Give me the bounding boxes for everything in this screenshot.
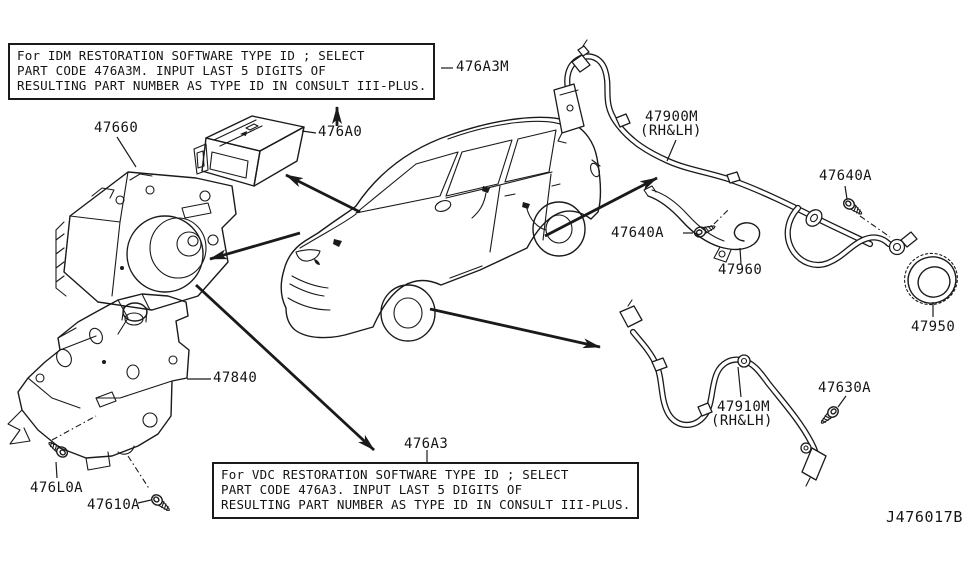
rear-bracket-drawing [643,185,761,263]
abs-actuator-drawing [55,171,237,326]
part-label-47640A-mid: 47640A [611,225,664,241]
pointer-arrows [195,106,658,452]
part-label-47900M: 47900M [645,109,698,125]
control-module-drawing [193,115,305,187]
rear-sensor-bolt-icon [840,196,866,219]
leader-lines [55,67,934,504]
bracket-bolt-a-icon [45,438,71,460]
front-sensor-drawing [619,299,827,487]
part-label-47950: 47950 [911,319,956,335]
idm-note-line1: For IDM RESTORATION SOFTWARE TYPE ID ; S… [17,48,365,63]
vehicle-outline-drawing [280,116,602,342]
part-label-47660: 47660 [94,120,139,136]
part-label-476A3: 476A3 [404,436,449,452]
sensor-rotor-drawing [904,252,958,306]
rear-sensor-harness-drawing [553,39,918,269]
part-label-47960: 47960 [718,262,763,278]
drawing-number: J476017B [886,508,964,526]
bracket-bolt-b-icon [148,492,174,515]
part-label-47640A-right: 47640A [819,168,872,184]
part-label-476A0: 476A0 [318,124,363,140]
bolt-drawings [45,196,891,515]
part-label-47900M-side: (RH&LH) [640,123,702,139]
idm-restoration-note-box: For IDM RESTORATION SOFTWARE TYPE ID ; S… [8,43,436,101]
part-label-476A3M: 476A3M [456,59,509,75]
part-label-47610A: 47610A [87,497,140,513]
actuator-bracket-drawing [7,293,190,471]
idm-note-line2: PART CODE 476A3M. INPUT LAST 5 DIGITS OF [17,62,327,78]
part-label-47910M-side: (RH&LH) [711,413,773,429]
part-label-47840: 47840 [213,370,258,386]
vdc-note-line2: PART CODE 476A3. INPUT LAST 5 DIGITS OF [221,481,523,497]
vdc-note-line3: RESULTING PART NUMBER AS TYPE ID IN CONS… [221,496,631,512]
idm-note-line3: RESULTING PART NUMBER AS TYPE ID IN CONS… [17,77,427,93]
vdc-note-line1: For VDC RESTORATION SOFTWARE TYPE ID ; S… [221,467,569,482]
part-label-476L0A: 476L0A [30,480,83,496]
front-sensor-bolt-icon [817,403,842,428]
part-label-47630A: 47630A [818,380,871,396]
part-label-47910M: 47910M [717,399,770,415]
vdc-restoration-note-box: For VDC RESTORATION SOFTWARE TYPE ID ; S… [212,462,640,520]
